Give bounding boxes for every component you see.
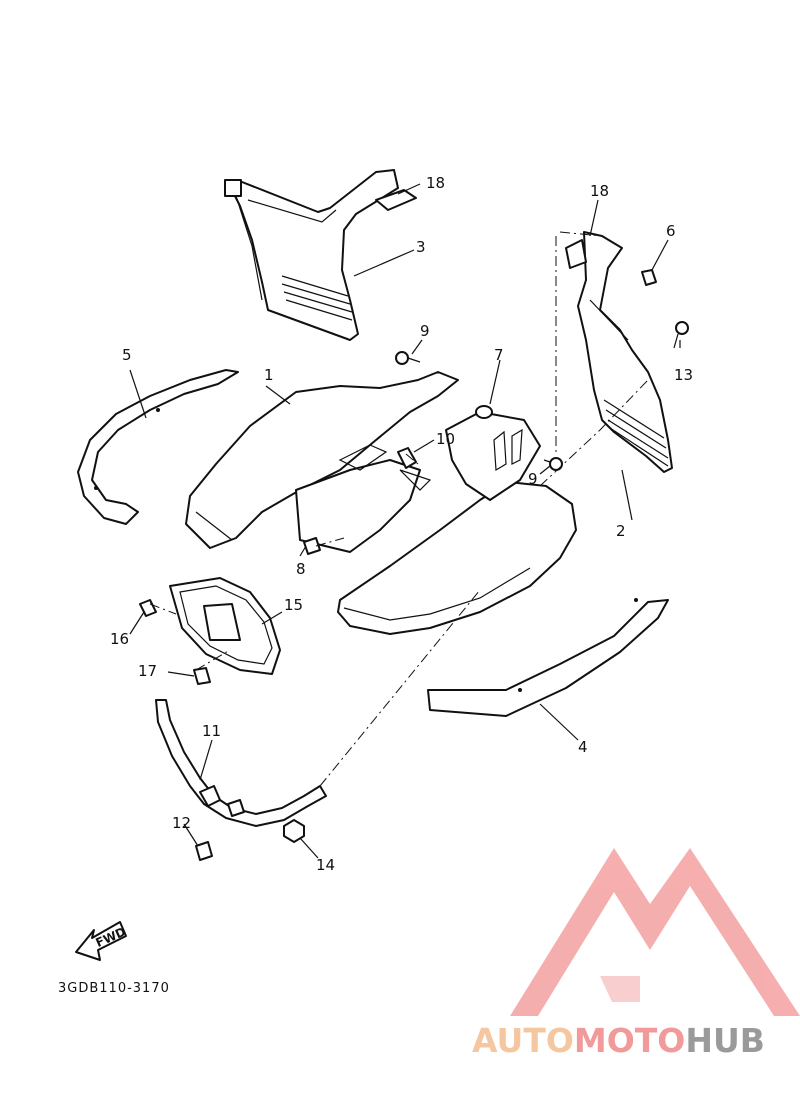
callout-14: 14 (316, 856, 335, 874)
callout-3: 3 (416, 238, 426, 256)
callout-9-top: 9 (420, 322, 430, 340)
part-2-side-cover (577, 231, 673, 473)
callout-8: 8 (296, 560, 306, 578)
drawing-code: 3GDB110-3170 (58, 981, 170, 996)
part-12-bolt (195, 841, 213, 861)
callout-18-right: 18 (590, 182, 609, 200)
svg-text:AUTOMOTOHUB: AUTOMOTOHUB (472, 1021, 765, 1060)
part-7-grommet (475, 405, 493, 419)
part-18-pad-right (565, 239, 587, 269)
part-3-side-cover (224, 169, 399, 341)
part-14-nut (283, 819, 305, 843)
part-9-bolt-right (543, 457, 563, 471)
callout-1: 1 (264, 366, 274, 384)
callout-16: 16 (110, 630, 129, 648)
callout-6: 6 (666, 222, 676, 240)
part-11-stay (155, 699, 327, 827)
callout-13: 13 (674, 366, 693, 384)
callout-11: 11 (202, 722, 221, 740)
callout-12: 12 (172, 814, 191, 832)
part-5-mudguard-flap (77, 369, 239, 525)
part-18-pad-left (375, 189, 417, 211)
callouts: 1 2 3 4 5 6 7 8 9 9 10 11 12 13 14 15 16… (110, 174, 693, 874)
logo-text-moto: MOTO (574, 1021, 685, 1060)
callout-15: 15 (284, 596, 303, 614)
callout-2: 2 (616, 522, 626, 540)
callout-7: 7 (494, 346, 504, 364)
part-8-bolt (303, 537, 321, 555)
fwd-arrow-icon: FWD (75, 921, 128, 961)
logo-text-auto: AUTO (472, 1021, 574, 1060)
callout-9-right: 9 (528, 470, 538, 488)
assembly-lines (149, 231, 649, 787)
part-6-grommet (641, 269, 657, 286)
part-17-bolt (193, 667, 211, 685)
part-9-bolt-top (395, 351, 421, 365)
part-13-screw (673, 321, 689, 349)
part-10-fastener (397, 447, 417, 469)
callout-18-left: 18 (426, 174, 445, 192)
callout-5: 5 (122, 346, 132, 364)
logo-emblem-icon (510, 848, 800, 1016)
callout-4: 4 (578, 738, 588, 756)
logo-text-hub: HUB (685, 1021, 765, 1060)
part-1-front-fender (185, 371, 459, 553)
callout-17: 17 (138, 662, 157, 680)
part-15-bracket (169, 577, 281, 675)
part-4-mudguard-flap (427, 598, 669, 717)
leader-lines (129, 183, 681, 859)
rear-fender (337, 411, 577, 635)
callout-10: 10 (436, 430, 455, 448)
automotohub-logo: AUTOMOTOHUB (472, 848, 800, 1060)
